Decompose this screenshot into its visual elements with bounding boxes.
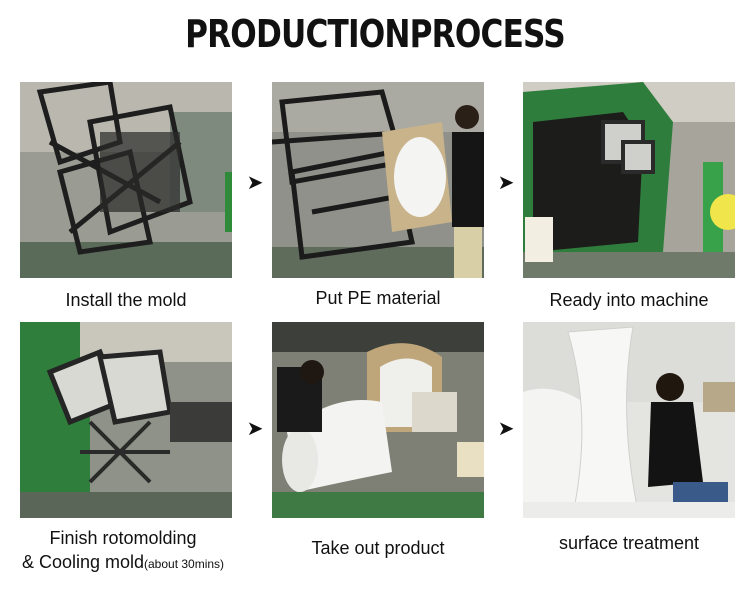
photo-ready-into-machine — [523, 82, 735, 278]
photo-take-out-product — [272, 322, 484, 518]
arrow-right-icon: ➤ — [497, 418, 515, 440]
photo-put-pe-material — [272, 82, 484, 278]
caption-install-mold: Install the mold — [65, 290, 187, 310]
page-title: PRODUCTIONPROCESS — [185, 12, 566, 56]
caption-line-2: & Cooling mold — [21, 552, 144, 572]
caption-surface-treatment: surface treatment — [558, 533, 700, 553]
photo-surface-treatment — [523, 322, 735, 518]
caption-ready-into-machine: Ready into machine — [549, 290, 709, 310]
arrow-right-icon: ➤ — [246, 172, 264, 194]
photo-finish-rotomolding — [20, 322, 232, 518]
caption-note: (about 30mins) — [144, 557, 225, 571]
arrow-right-icon: ➤ — [497, 172, 515, 194]
caption-finish-rotomolding: Finish rotomolding & Cooling mold(about … — [0, 526, 248, 576]
arrow-right-icon: ➤ — [246, 418, 264, 440]
photo-install-mold — [20, 82, 232, 278]
caption-put-pe-material: Put PE material — [315, 288, 441, 308]
caption-line-1: Finish rotomolding — [49, 528, 197, 548]
caption-take-out-product: Take out product — [311, 538, 445, 558]
